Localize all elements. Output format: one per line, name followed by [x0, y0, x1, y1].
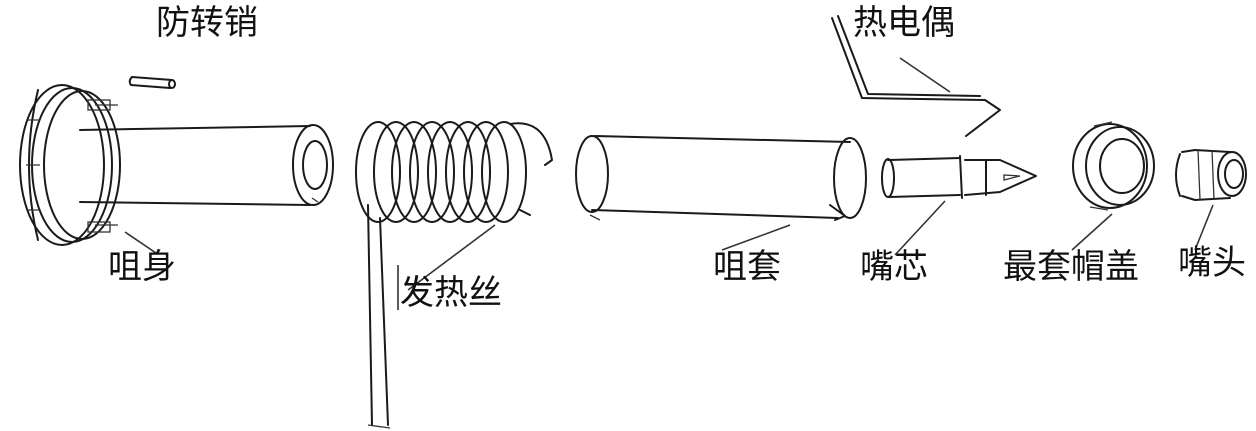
gun-body-part [19, 84, 334, 246]
label-nozzle-sleeve: 咀套 [713, 247, 781, 287]
label-anti-rotation-pin: 防转销 [156, 3, 258, 43]
nozzle-sleeve-part [575, 135, 867, 221]
leader-lines [124, 57, 1214, 310]
label-thermocouple: 热电偶 [853, 3, 955, 43]
nozzle-tip-part [1175, 149, 1247, 201]
label-nozzle-core: 嘴芯 [860, 247, 928, 287]
label-nozzle-tip: 嘴头 [1178, 243, 1246, 283]
thermocouple-part [831, 15, 1001, 137]
heating-wire-part [355, 121, 553, 429]
label-gun-body: 咀身 [108, 247, 176, 287]
sleeve-cap-part [1072, 121, 1155, 211]
label-sleeve-cap: 最套帽盖 [1003, 247, 1139, 287]
nozzle-core-part [881, 155, 1037, 199]
anti-rotation-pin-part [128, 76, 176, 89]
label-heating-wire: 发热丝 [400, 273, 502, 313]
